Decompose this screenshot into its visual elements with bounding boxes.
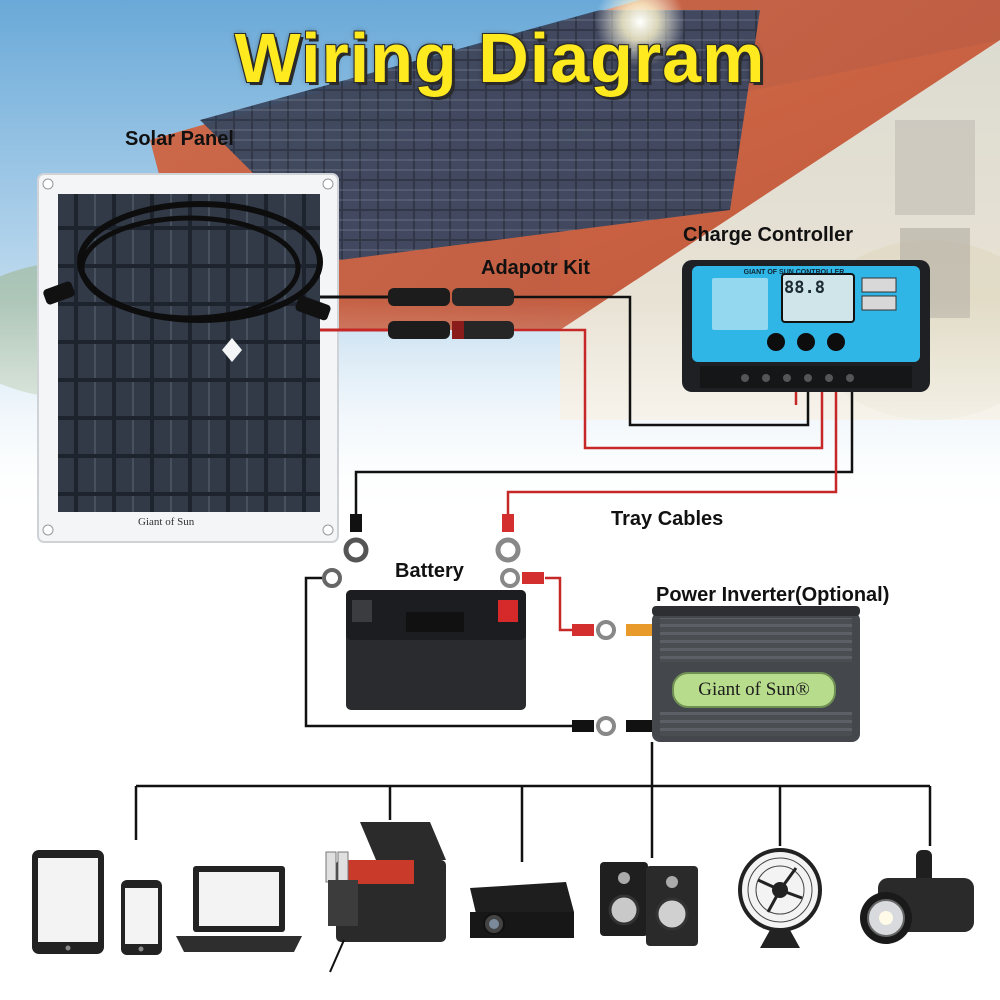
battery-wires: [354, 392, 854, 520]
phone-icon: [121, 880, 162, 955]
tablet-icon: [32, 850, 104, 954]
panel-brand-text: Giant of Sun: [138, 516, 195, 528]
car-fridge-icon: [325, 822, 446, 973]
load-bus: [134, 742, 932, 862]
solar-panel-label: Solar Panel: [125, 128, 234, 150]
controller-brand-text: GIANT OF SUN CONTROLLER: [743, 269, 845, 276]
adapter-kit-label: Adapotr Kit: [481, 257, 590, 279]
pv-wires: [514, 295, 824, 450]
laptop-icon: [176, 866, 302, 952]
flashlight-icon: [860, 850, 974, 944]
tray-cable-terminals: [343, 514, 521, 563]
projector-icon: [470, 882, 574, 938]
inverter-brand-label: Giant of Sun®: [672, 672, 836, 708]
speakers-icon: [600, 862, 698, 946]
adapter-kit: [320, 288, 514, 339]
fan-icon: [738, 848, 822, 948]
page-title: Wiring Diagram: [234, 19, 766, 97]
power-inverter-label: Power Inverter(Optional): [656, 584, 890, 606]
controller-lcd-readout: 88.8: [784, 278, 825, 298]
charge-controller-label: Charge Controller: [683, 224, 854, 246]
charge-controller: [682, 260, 930, 392]
battery-label: Battery: [395, 560, 464, 582]
battery: [346, 590, 526, 710]
tray-cables-label: Tray Cables: [611, 508, 724, 530]
battery-inverter-wires: [304, 568, 652, 736]
solar-panel: [37, 173, 339, 543]
